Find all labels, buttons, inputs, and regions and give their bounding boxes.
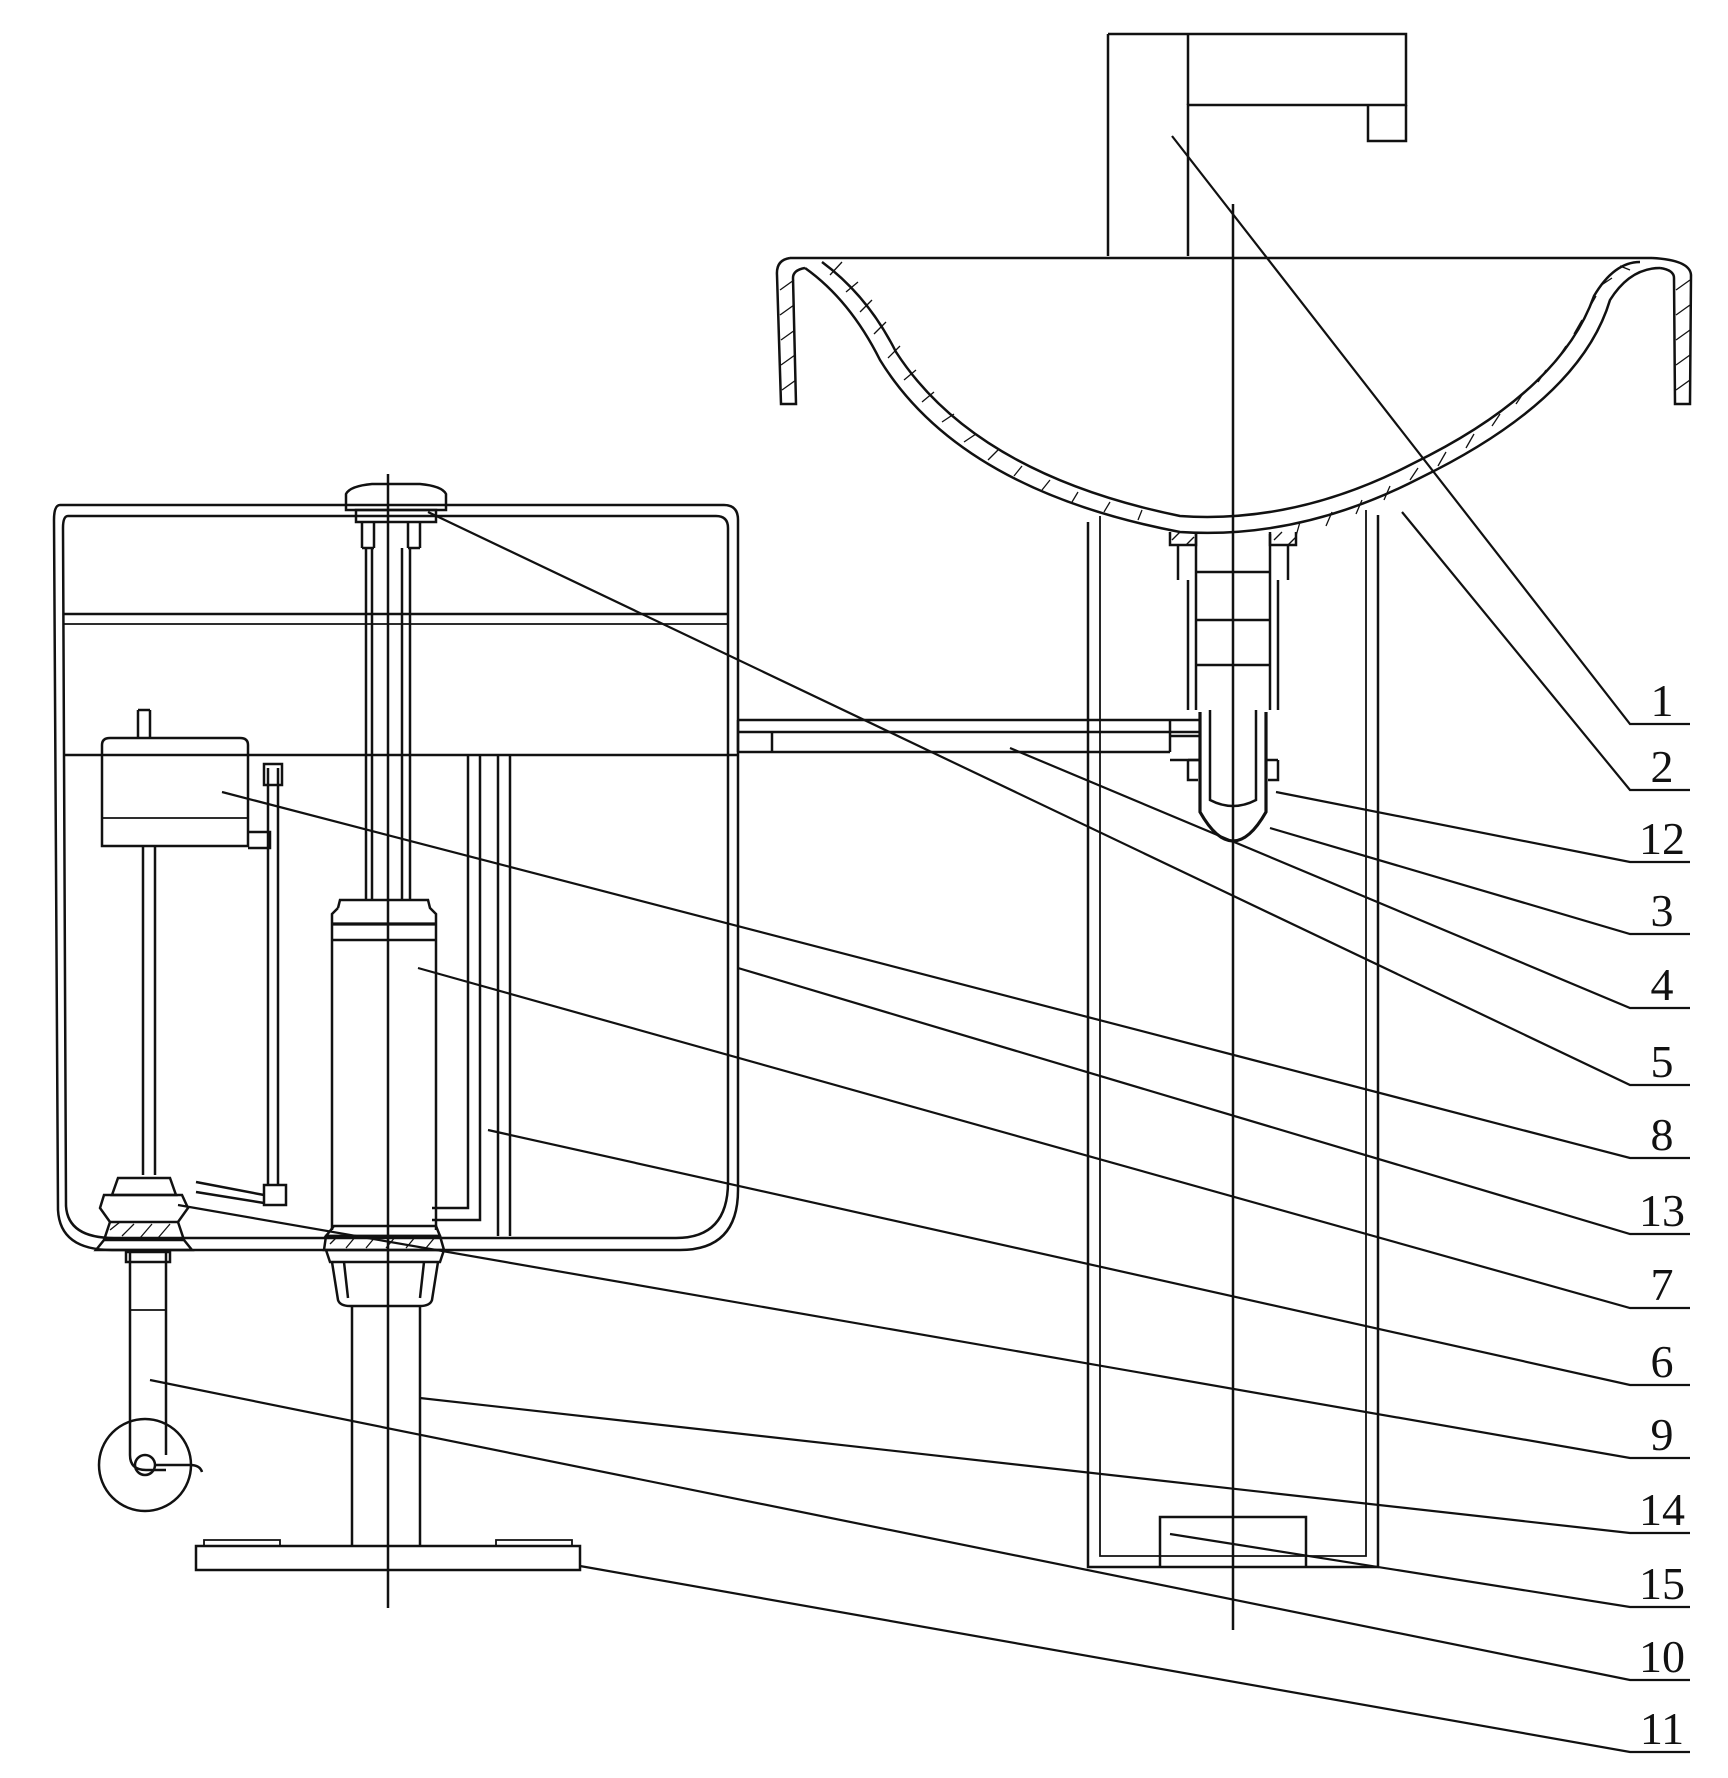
centerlines [386, 204, 1235, 1630]
leader-2 [1401, 511, 1690, 792]
ref-numeral-9: 9 [1651, 1409, 1674, 1460]
ref-numeral-5: 5 [1651, 1036, 1674, 1087]
leader-lines [149, 135, 1690, 1754]
connecting-pipe [736, 718, 1202, 762]
leader-9 [177, 1203, 1690, 1460]
water-tank [52, 503, 740, 1252]
leader-15 [1169, 1532, 1690, 1609]
ref-numeral-8: 8 [1651, 1109, 1674, 1160]
flush-valve [194, 482, 582, 1572]
faucet [1106, 32, 1408, 256]
leader-13 [737, 966, 1690, 1236]
ref-numeral-1: 1 [1651, 675, 1674, 726]
ref-numeral-15: 15 [1639, 1558, 1685, 1609]
ref-numeral-7: 7 [1651, 1259, 1674, 1310]
leader-7 [417, 966, 1690, 1310]
ref-numeral-10: 10 [1639, 1631, 1685, 1682]
leader-14 [419, 1396, 1690, 1535]
leader-8 [221, 790, 1690, 1160]
ref-numeral-11: 11 [1640, 1703, 1684, 1754]
ref-numeral-12: 12 [1639, 813, 1685, 864]
basin-hatch [779, 261, 1691, 537]
leader-5 [427, 511, 1690, 1087]
ref-numeral-4: 4 [1651, 959, 1674, 1010]
leader-3 [1269, 826, 1690, 936]
wash-basin [775, 256, 1693, 537]
reference-numerals: 1 2 12 3 4 5 8 13 7 6 9 14 15 10 11 [1639, 675, 1685, 1754]
inlet-pipe [97, 1250, 204, 1513]
leader-6 [487, 1128, 1690, 1387]
ref-numeral-13: 13 [1639, 1185, 1685, 1236]
float-valve [93, 708, 288, 1252]
leader-1 [1171, 135, 1690, 726]
ref-numeral-3: 3 [1651, 885, 1674, 936]
leader-12 [1275, 790, 1690, 864]
leader-11 [579, 1564, 1690, 1754]
leader-10 [149, 1378, 1690, 1682]
ref-numeral-2: 2 [1651, 741, 1674, 792]
leader-4 [1009, 746, 1690, 1010]
ref-numeral-14: 14 [1639, 1484, 1685, 1535]
overflow-pipe [432, 755, 512, 1236]
ref-numeral-6: 6 [1651, 1336, 1674, 1387]
